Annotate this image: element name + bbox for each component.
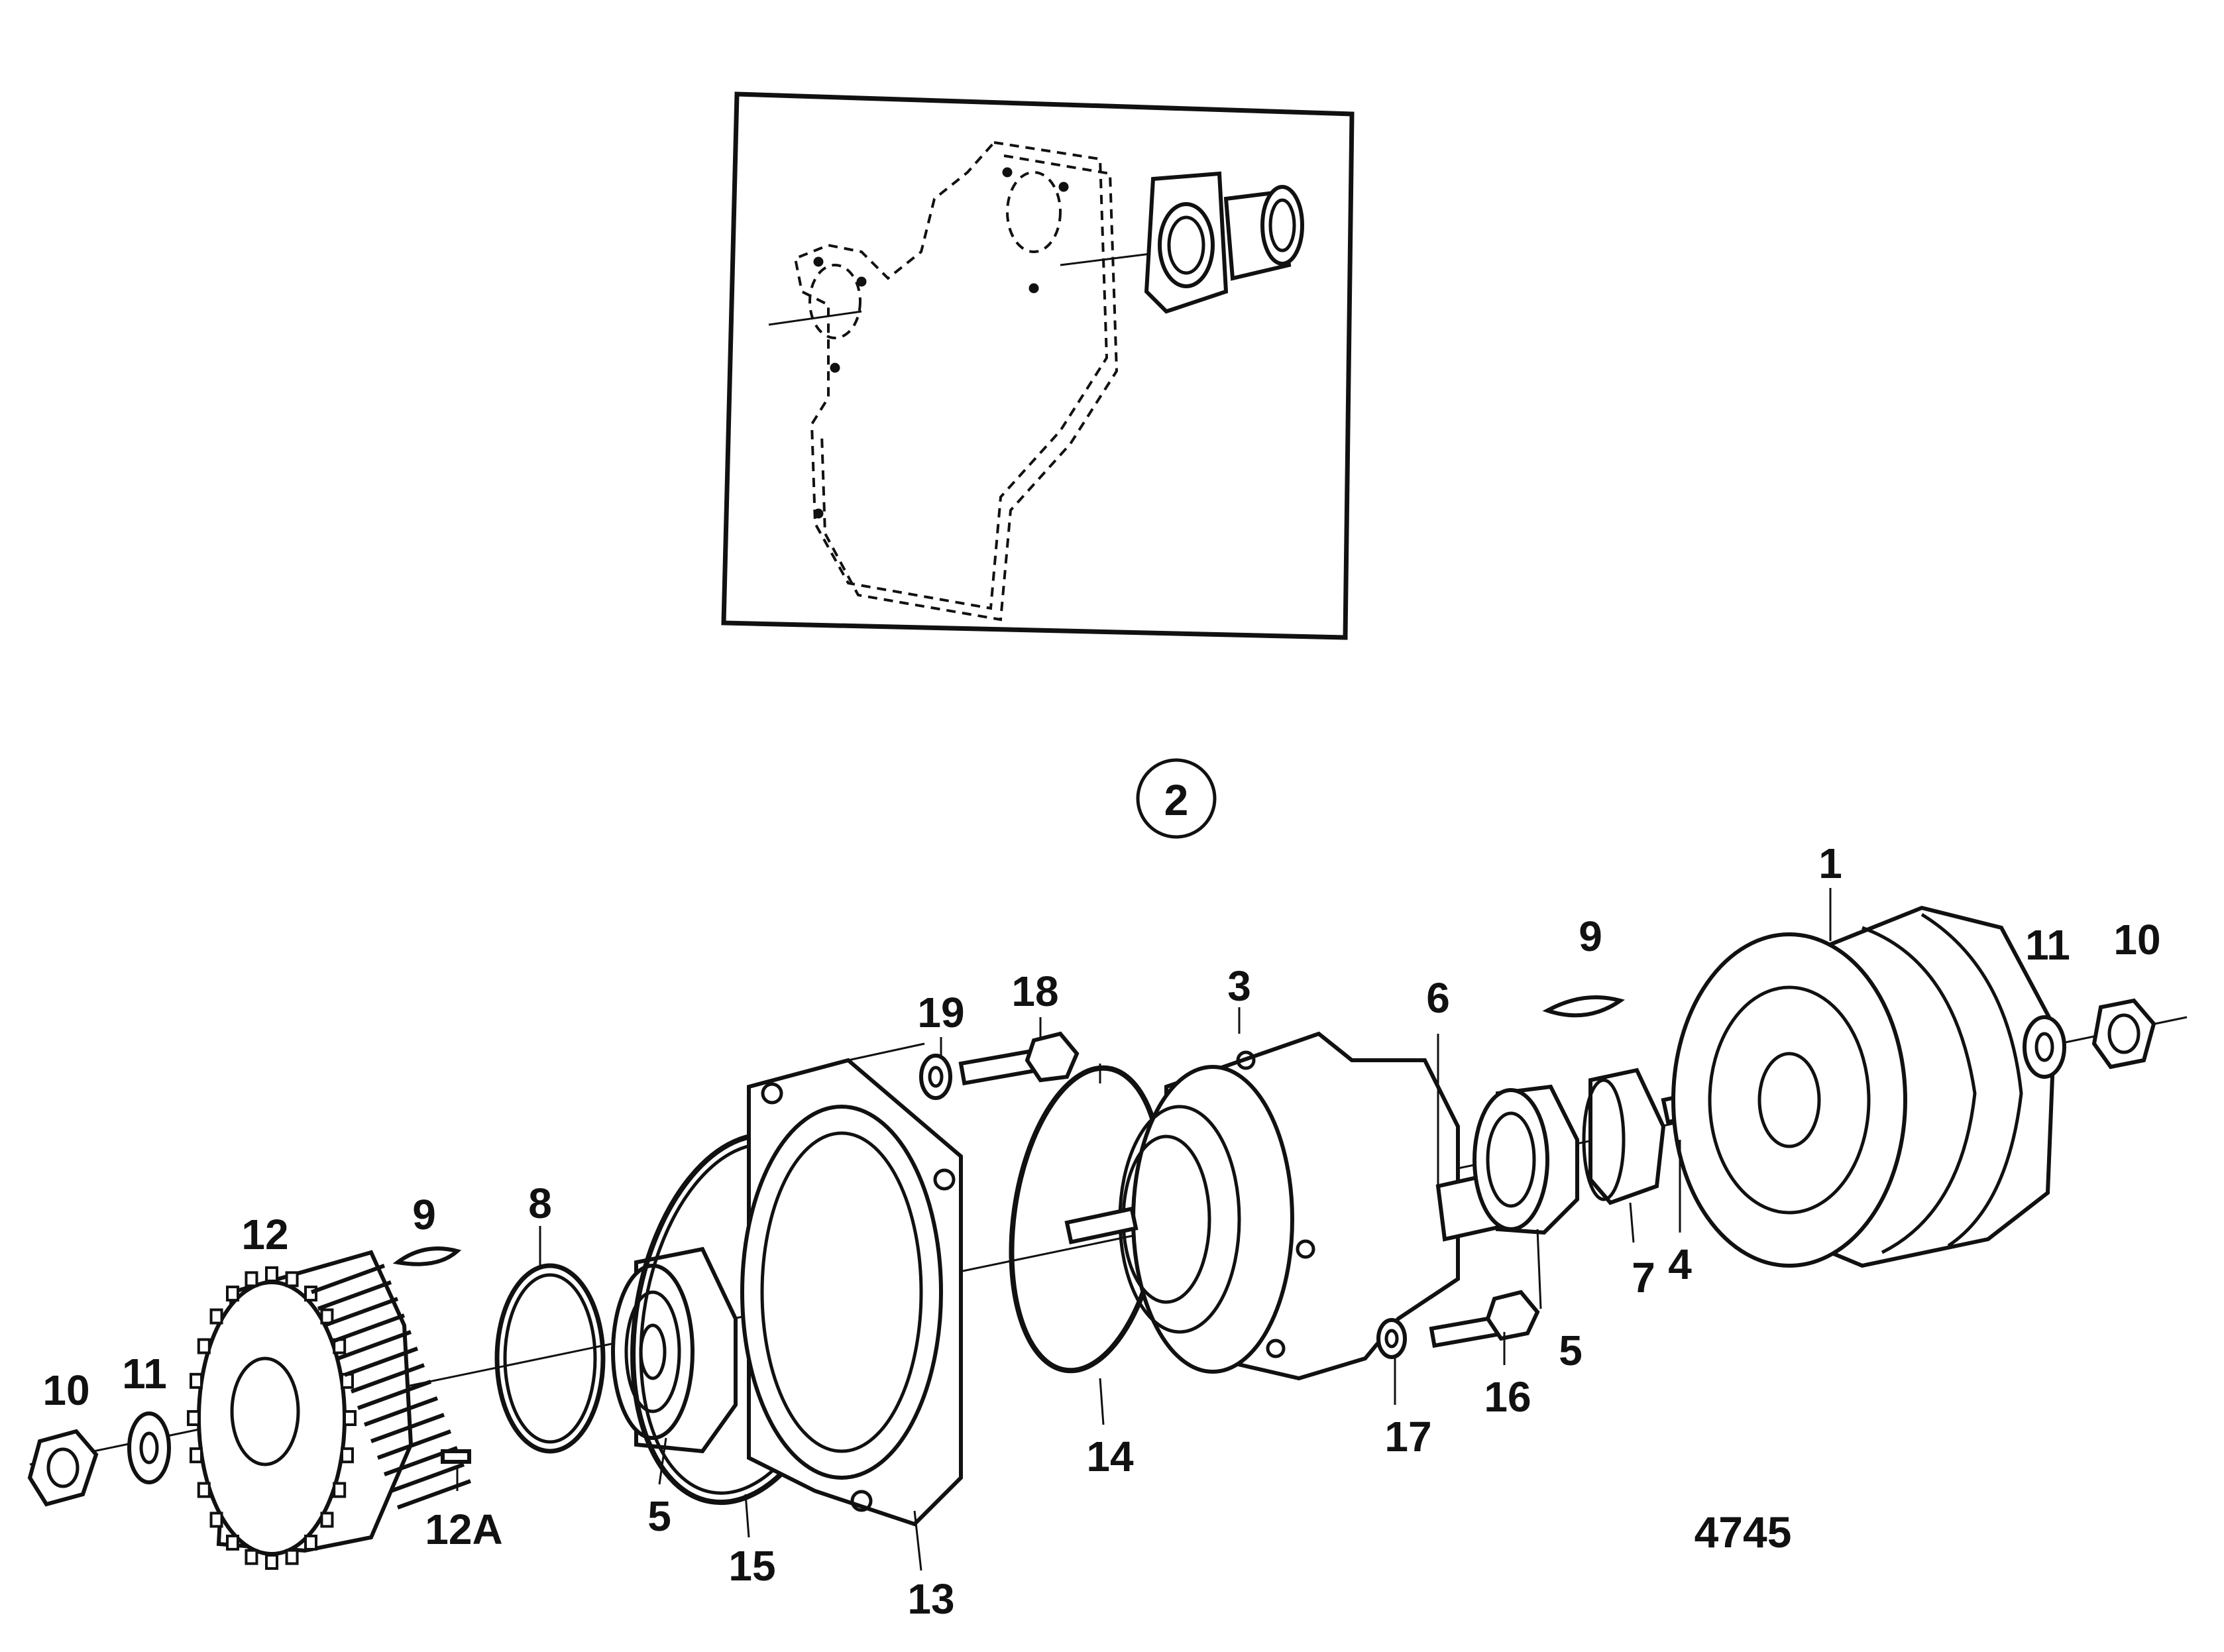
gear-helix-line [357,1380,432,1410]
gear-tooth [190,1447,203,1464]
callout-17: 17 [1384,1413,1431,1460]
gear-tooth [320,1512,334,1528]
gear-tooth [304,1286,317,1302]
callout-8: 8 [528,1180,552,1227]
gear-helix-line [350,1363,425,1394]
callout-9-left: 9 [412,1191,436,1239]
callout-10-right: 10 [2113,916,2160,964]
gear-tooth [209,1308,223,1325]
gear-tooth [285,1271,299,1288]
gear-helix-line [337,1330,412,1360]
gear-tooth [209,1512,223,1528]
callout-6: 6 [1426,974,1450,1022]
gear-helix-line [370,1413,445,1443]
gear-tooth [340,1447,354,1464]
part-1-pulley [1671,905,2057,1268]
callout-5-right: 5 [1559,1327,1583,1374]
part-11-washer-right [2023,1015,2066,1079]
part-10-nut-left [27,1429,99,1507]
part-3-housing [1064,1031,1460,1381]
callout-11-left: 11 [122,1350,167,1398]
inset-pump-icon [1144,171,1304,314]
callout-9-right: 9 [1579,912,1602,960]
gear-tooth [187,1410,200,1426]
callout-4: 4 [1668,1240,1692,1288]
gear-tooth [265,1266,278,1282]
gear-helix-line [323,1297,399,1327]
gear-tooth [343,1410,357,1426]
view-reference-number: 2 [1164,775,1189,824]
gear-tooth [245,1271,258,1288]
gear-helix-line [376,1429,452,1460]
gear-helix-line [330,1313,406,1344]
part-17-washer [1376,1318,1407,1359]
part-9-key-left [392,1246,462,1266]
part-9-key-right [1542,995,1625,1018]
callout-12: 12 [241,1211,288,1258]
callout-11-right: 11 [2025,921,2070,969]
view-reference-marker: 2 [1136,758,1217,839]
callout-5-left: 5 [647,1492,671,1540]
part-16-bolt [1429,1290,1540,1349]
gear-helix-line [390,1462,465,1493]
gear-tooth [333,1482,347,1498]
callout-16: 16 [1484,1373,1531,1421]
gear-tooth [190,1372,203,1389]
callout-14: 14 [1086,1433,1134,1480]
gear-helix-line [363,1396,439,1427]
part-11-washer-left [127,1411,171,1484]
callout-19: 19 [917,989,964,1036]
callout-12a: 12A [425,1506,502,1553]
gear-tooth [265,1554,278,1570]
gear-helix-line [310,1264,386,1294]
gear-tooth [285,1549,299,1565]
part-18-bolt [958,1031,1080,1086]
callout-7: 7 [1632,1254,1655,1301]
callout-3: 3 [1227,962,1251,1010]
part-7-sleeve [1582,1068,1666,1205]
callout-labels: 1 3 4 5 5 6 7 8 9 9 10 10 11 11 12 12A 1… [42,840,2160,1623]
gear-tooth [340,1372,354,1389]
gear-tooth [304,1534,317,1551]
part-10-nut-right [2091,998,2156,1070]
part-12-gear [187,1250,472,1570]
gear-helix-line [396,1479,472,1510]
callout-1: 1 [1818,840,1842,887]
inset-location-view [721,91,1355,640]
gear-tooth [197,1338,211,1354]
part-19-washer [919,1054,952,1100]
gear-tooth [226,1286,239,1302]
part-5-bearing-right [1473,1084,1579,1235]
gear-tooth [197,1482,211,1498]
part-8-circlip [494,1263,606,1454]
callout-10-left: 10 [42,1366,89,1414]
callout-18: 18 [1011,967,1058,1015]
callout-15: 15 [728,1542,775,1590]
drawing-number: 4745 [1695,1508,1792,1557]
gear-helix-line [343,1347,419,1377]
part-12a-key [441,1449,471,1464]
part-13-flange [740,1042,963,1527]
gear-tooth [226,1534,239,1551]
gear-tooth [245,1549,258,1565]
leader-lines [456,888,1832,1571]
callout-13: 13 [907,1575,954,1623]
gear-helix-line [317,1280,392,1311]
